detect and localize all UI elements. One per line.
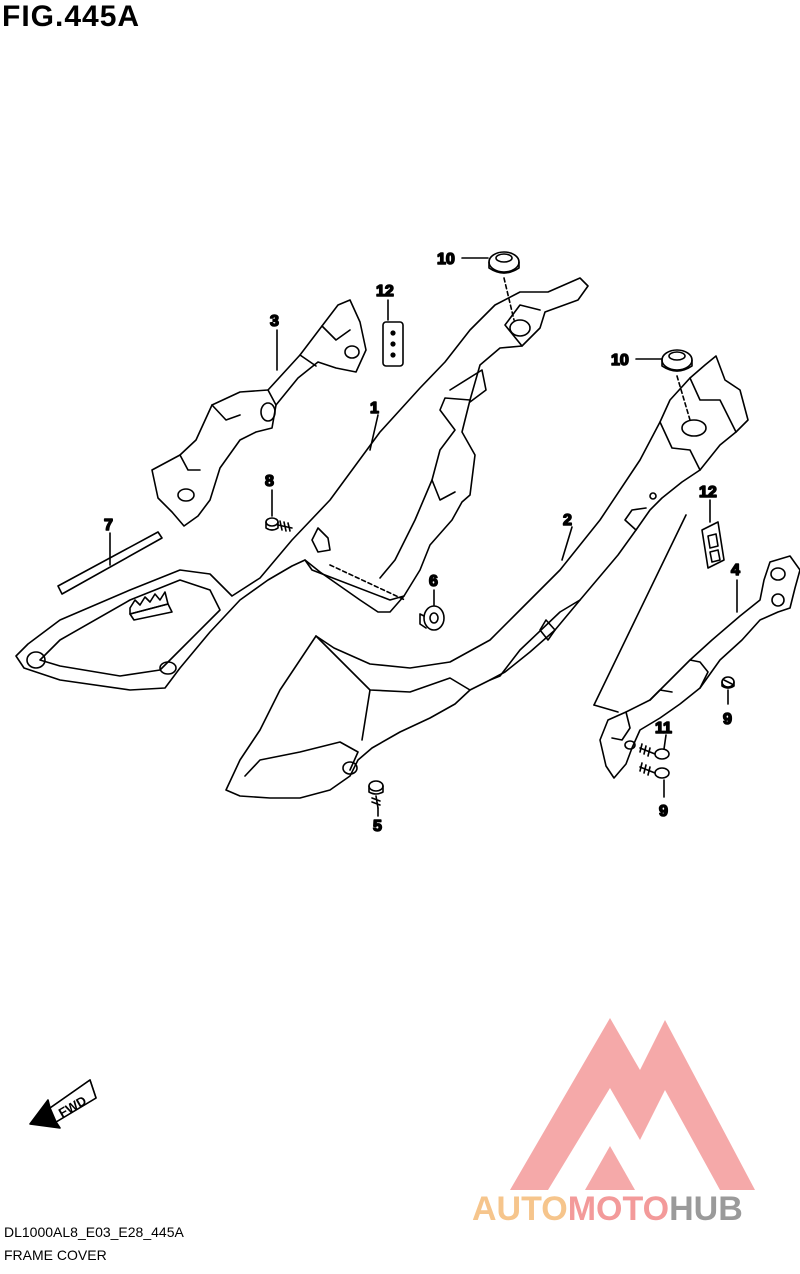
leader-11 (663, 734, 667, 750)
callout-3: 3 (270, 313, 279, 330)
callout-5: 5 (373, 818, 382, 835)
watermark-moto: MOTO (567, 1190, 670, 1228)
part-1-frame-cover-left[interactable] (15, 277, 589, 691)
callout-10-lower: 10 (611, 352, 629, 369)
part-12-pad-upper[interactable] (382, 321, 404, 367)
callout-7: 7 (104, 517, 113, 534)
figure-name: FRAME COVER (4, 1247, 107, 1263)
part-10-grommet-lower[interactable] (661, 349, 693, 372)
callout-11: 11 (655, 720, 672, 737)
part-5-screw[interactable] (368, 780, 384, 809)
assembly-line-2b (593, 704, 619, 713)
dash-1 (329, 564, 406, 601)
fwd-arrow-icon: FWD (29, 1079, 97, 1129)
part-10-grommet-upper[interactable] (488, 251, 520, 274)
figure-title: FIG.445A (2, 0, 141, 33)
part-3-bracket[interactable] (151, 299, 367, 527)
part-9-screw-right[interactable] (721, 676, 735, 689)
callout-12-lower: 12 (699, 484, 717, 501)
model-code: DL1000AL8_E03_E28_445A (4, 1224, 184, 1240)
dash-10-upper (503, 277, 515, 321)
part-7-strip[interactable] (57, 531, 163, 595)
callout-6: 6 (429, 573, 438, 590)
watermark-auto: AUTO (472, 1190, 568, 1228)
watermark-hub: HUB (669, 1190, 743, 1228)
part-9-screw-lower[interactable] (639, 762, 670, 779)
callout-9-lower: 9 (659, 803, 668, 820)
part-8-screw[interactable] (265, 517, 293, 532)
callout-1: 1 (370, 400, 379, 417)
callout-10-upper: 10 (437, 251, 455, 268)
callout-2: 2 (563, 512, 572, 529)
part-2-frame-cover-right[interactable] (225, 355, 749, 799)
part-6-grommet[interactable] (419, 605, 445, 631)
part-12-pad-lower[interactable] (701, 521, 725, 569)
dash-10-lower (676, 375, 691, 421)
leader-2 (561, 526, 573, 561)
part-11-screw[interactable] (639, 743, 670, 760)
assembly-line-2 (593, 514, 687, 706)
watermark-logo-icon (510, 1018, 755, 1190)
callout-4: 4 (731, 562, 740, 579)
callout-9-right: 9 (723, 711, 732, 728)
callout-8: 8 (265, 473, 274, 490)
watermark-text: AUTOMOTOHUB (472, 1190, 743, 1229)
callout-12-upper: 12 (376, 283, 394, 300)
part-4-bracket[interactable] (599, 555, 800, 779)
leader-1 (369, 414, 379, 451)
